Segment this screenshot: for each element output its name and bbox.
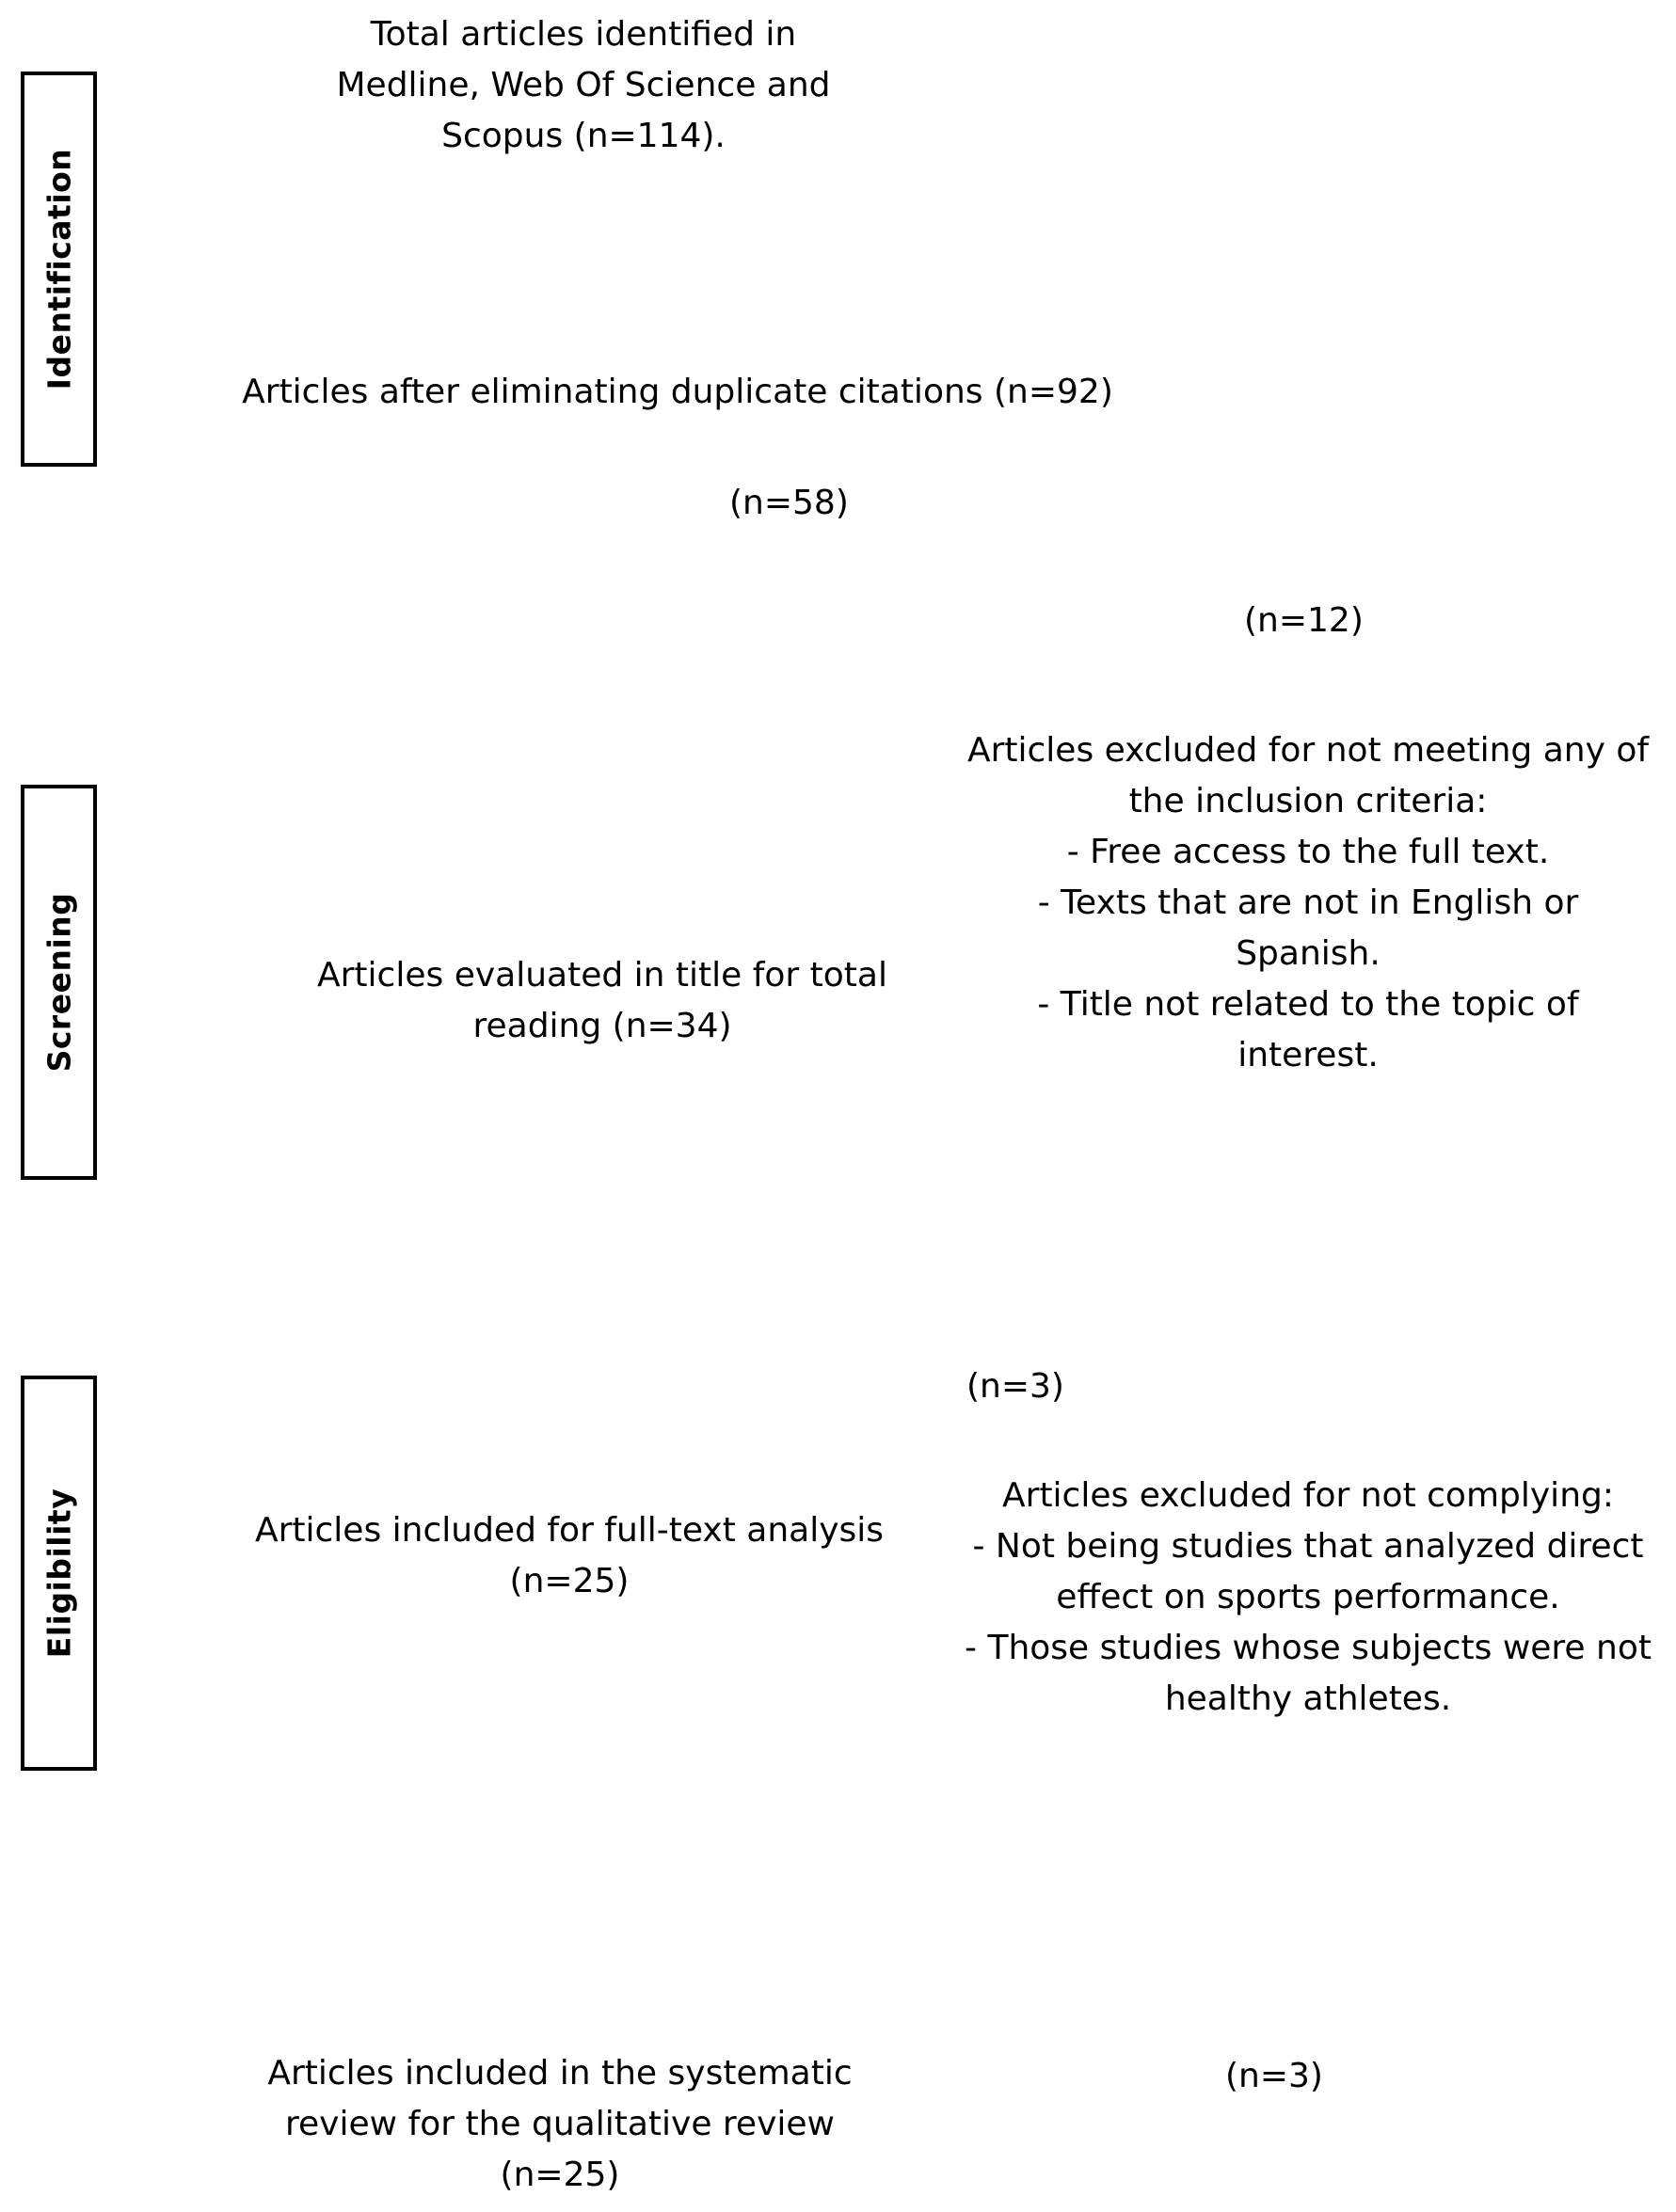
- title-evaluated-text: Articles evaluated in title for total re…: [317, 956, 887, 1045]
- count-n12: (n=12): [1244, 601, 1364, 640]
- count-n3-eligibility: (n=3): [966, 1367, 1064, 1406]
- identified-articles-text: Total articles identified in Medline, We…: [336, 15, 831, 155]
- count-n3-final: (n=3): [1225, 2057, 1323, 2095]
- stage-eligibility-label: Eligibility: [40, 1488, 77, 1659]
- stage-identification-label: Identification: [40, 148, 77, 390]
- full-text-analysis-text: Articles included for full-text analysis…: [254, 1511, 885, 1600]
- excluded-not-complying-text: Articles excluded for not complying: - N…: [965, 1476, 1652, 1718]
- included-systematic-review-text: Articles included in the systematic revi…: [267, 2054, 853, 2194]
- stage-identification-box: Identification: [21, 72, 97, 467]
- stage-screening-box: Screening: [21, 785, 97, 1180]
- stage-eligibility-box: Eligibility: [21, 1376, 97, 1771]
- stage-screening-label: Screening: [40, 892, 77, 1073]
- after-duplicates-text: Articles after eliminating duplicate cit…: [242, 373, 1113, 411]
- count-n58: (n=58): [729, 484, 849, 522]
- excluded-inclusion-criteria-text: Articles excluded for not meeting any of…: [966, 731, 1650, 1074]
